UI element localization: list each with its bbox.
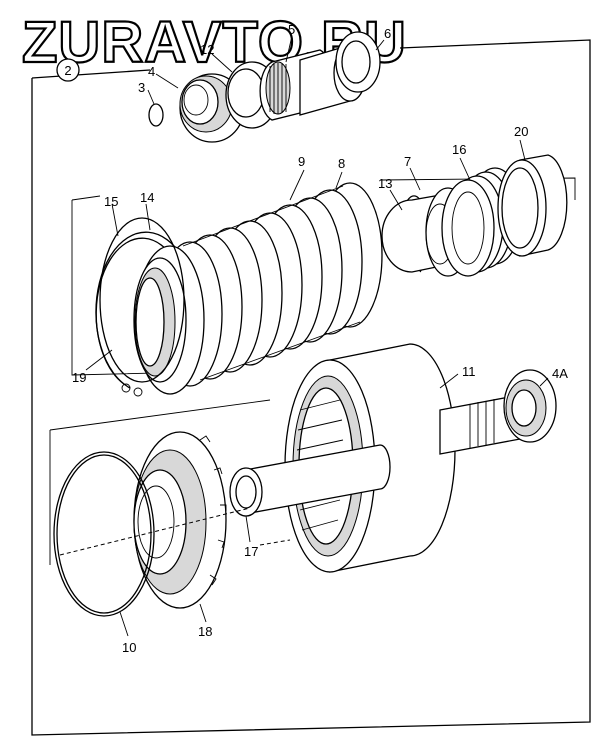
callout-18: 18 (198, 624, 212, 639)
clutch-plate-pack (133, 182, 383, 395)
callout-13: 13 (378, 176, 392, 191)
seal-ring-17 (229, 467, 263, 517)
callout-8: 8 (338, 156, 345, 171)
callout-2: 2 (64, 63, 71, 78)
bearing-4a (503, 369, 557, 443)
callout-19: 19 (72, 370, 86, 385)
axis-lines (59, 507, 291, 556)
ring-20 (497, 154, 568, 257)
callout-15: 15 (104, 194, 118, 209)
callout-4: 4 (148, 64, 155, 79)
callout-4a: 4A (552, 366, 568, 381)
lower-group-frame (49, 399, 271, 565)
callout-17: 17 (244, 544, 258, 559)
o-ring-10 (53, 451, 155, 617)
callout-6: 6 (384, 26, 391, 41)
snap-ring-3 (148, 103, 164, 127)
pressure-plate-14 (99, 217, 185, 383)
outer-frame (31, 39, 591, 736)
callout-3: 3 (138, 80, 145, 95)
assembly-ref-2: 2 (56, 58, 80, 82)
callout-10: 10 (122, 640, 136, 655)
callout-9: 9 (298, 154, 305, 169)
callout-16: 16 (452, 142, 466, 157)
callout-11: 11 (462, 364, 476, 379)
leader-lines (85, 35, 549, 637)
callout-20: 20 (514, 124, 528, 139)
callout-7: 7 (404, 154, 411, 169)
callout-14: 14 (140, 190, 154, 205)
callout-5: 5 (288, 22, 295, 37)
oil-pump-18 (133, 431, 227, 609)
thrust-ring-6 (335, 31, 381, 93)
callout-12: 12 (200, 42, 214, 57)
